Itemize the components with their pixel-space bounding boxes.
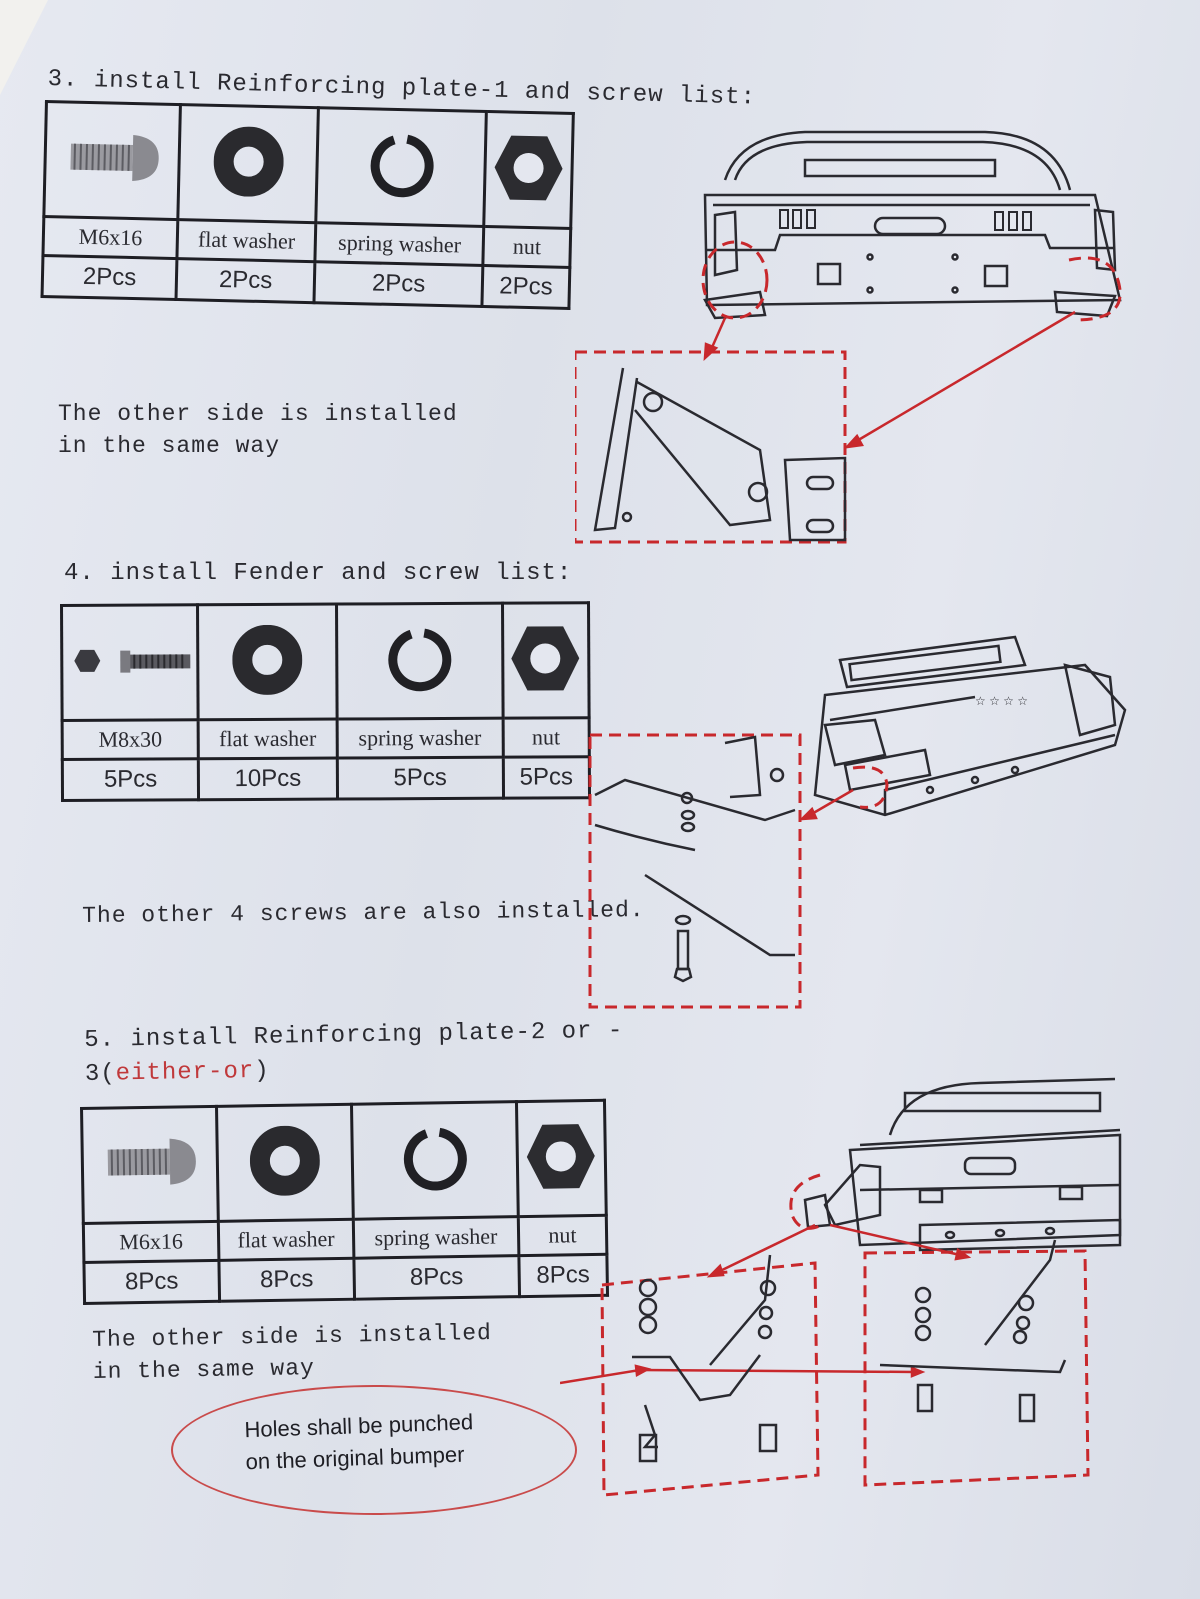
- either-or-label: either-or: [115, 1058, 255, 1088]
- section-4-fender-diagram: ☆ ☆ ☆ ☆: [588, 635, 1127, 1009]
- spring-washer-name: spring washer: [336, 718, 504, 759]
- bolt-name: M8x30: [62, 719, 199, 760]
- nut-cell: [483, 111, 574, 229]
- section-5-heading: 5. install Reinforcing plate-2 or - 3(ei…: [84, 1015, 624, 1092]
- nut-qty: 5Pcs: [503, 756, 590, 799]
- hex-nut-icon: [494, 135, 563, 200]
- nut-name: nut: [502, 717, 590, 758]
- bolt-name: M6x16: [83, 1221, 219, 1263]
- section-4-heading: 4. install Fender and screw list:: [64, 560, 573, 587]
- spring-washer-qty: 5Pcs: [336, 757, 504, 800]
- hex-bolt-icon: [73, 649, 190, 673]
- section-3-note-line-2: in the same way: [58, 433, 281, 459]
- bolt-cell: [81, 1106, 219, 1224]
- paper-corner: [0, 0, 48, 95]
- button-head-bolt-icon: [107, 1138, 196, 1185]
- spring-washer-qty: 8Pcs: [353, 1255, 520, 1300]
- section-4-note: The other 4 screws are also installed.: [82, 897, 645, 929]
- section-3-note: The other side is installed in the same …: [58, 398, 458, 462]
- nut-cell: [516, 1100, 607, 1217]
- nut-cell: [502, 602, 590, 719]
- spring-washer-qty: 2Pcs: [314, 261, 484, 307]
- flat-washer-name: flat washer: [198, 719, 337, 759]
- flat-washer-icon: [213, 126, 284, 197]
- callout-ellipse: [171, 1385, 577, 1515]
- button-head-bolt-icon: [70, 134, 159, 181]
- section-5-parts-table: M6x16 flat washer spring washer nut 8Pcs…: [80, 1099, 609, 1305]
- bolt-qty: 5Pcs: [62, 758, 199, 801]
- flat-washer-qty: 8Pcs: [218, 1258, 355, 1302]
- hex-nut-icon: [527, 1123, 596, 1189]
- section-5-plate-diagram: [560, 1077, 1122, 1497]
- spring-washer-icon: [370, 134, 434, 197]
- bolt-qty: 2Pcs: [42, 255, 178, 300]
- section-4-parts-table: M8x30 flat washer spring washer nut 5Pcs…: [60, 601, 591, 802]
- flat-washer-name: flat washer: [177, 219, 317, 262]
- spring-washer-icon: [403, 1127, 467, 1191]
- section-3-parts-table: M6x16 flat washer spring washer nut 2Pcs…: [41, 100, 575, 310]
- spring-washer-name: spring washer: [315, 222, 484, 266]
- nut-qty: 2Pcs: [482, 265, 570, 309]
- section-5-note: The other side is installed in the same …: [92, 1317, 493, 1388]
- bolt-cell: [43, 101, 181, 220]
- section-3-bumper-diagram: [575, 130, 1122, 544]
- heading-prefix: 3(: [84, 1060, 116, 1088]
- callout-text: Holes shall be punched on the original b…: [244, 1404, 546, 1478]
- flat-washer-icon: [249, 1125, 320, 1196]
- spring-washer-icon: [388, 628, 452, 691]
- spring-washer-name: spring washer: [353, 1216, 519, 1259]
- svg-text:☆ ☆ ☆ ☆: ☆ ☆ ☆ ☆: [975, 694, 1028, 708]
- bolt-qty: 8Pcs: [83, 1260, 220, 1304]
- heading-suffix: ): [254, 1057, 270, 1086]
- section-3-note-line-1: The other side is installed: [58, 401, 458, 427]
- flat-washer-icon: [232, 624, 303, 695]
- bolt-name: M6x16: [42, 216, 178, 259]
- spring-washer-cell: [316, 107, 487, 227]
- flat-washer-cell: [177, 104, 319, 223]
- flat-washer-cell: [197, 604, 337, 720]
- spring-washer-cell: [351, 1101, 519, 1220]
- spring-washer-cell: [336, 603, 503, 720]
- flat-washer-name: flat washer: [218, 1219, 354, 1261]
- nut-name: nut: [483, 226, 571, 268]
- hex-nut-icon: [511, 625, 580, 691]
- flat-washer-qty: 2Pcs: [176, 258, 316, 303]
- flat-washer-cell: [216, 1104, 354, 1222]
- bolt-cell: [61, 604, 199, 721]
- flat-washer-qty: 10Pcs: [198, 758, 338, 800]
